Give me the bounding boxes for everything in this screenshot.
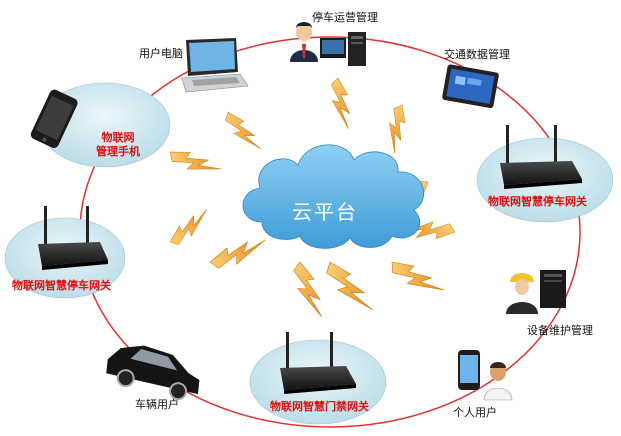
phone-title-line1: 物联网 (101, 131, 135, 144)
manager-icon (290, 22, 318, 62)
gateway-parking-right-label: 物联网智慧停车网关 (488, 195, 587, 208)
smartphone-icon (30, 89, 78, 148)
person-user-label: 个人用户 (453, 406, 497, 419)
router-icon (500, 125, 582, 189)
traffic-data-label: 交通数据管理 (444, 48, 510, 61)
device-maint-label: 设备维护管理 (527, 324, 593, 337)
person-icon (483, 362, 513, 401)
phone-title-line2: 管理手机 (96, 145, 140, 158)
gateway-door-label: 物联网智慧门禁网关 (270, 400, 369, 413)
gateway-parking-left-label: 物联网智慧停车网关 (12, 279, 111, 292)
parking-ops-label: 停车运营管理 (312, 11, 378, 24)
pc-user-label: 用户电脑 (139, 47, 183, 60)
smartphone-icon (458, 350, 480, 390)
server-icon (540, 270, 566, 308)
phone-title: 物联网 管理手机 (96, 131, 140, 159)
cloud-label: 云平台 (292, 200, 358, 224)
engineer-icon (506, 273, 538, 314)
laptop-icon (181, 38, 249, 93)
car-icon (106, 345, 200, 401)
router-icon (280, 332, 356, 394)
server-icon (320, 32, 366, 66)
router-icon (38, 206, 108, 270)
cloud-icon (242, 144, 425, 249)
tablet-icon (442, 64, 499, 109)
vehicle-user-label: 车辆用户 (135, 398, 179, 411)
